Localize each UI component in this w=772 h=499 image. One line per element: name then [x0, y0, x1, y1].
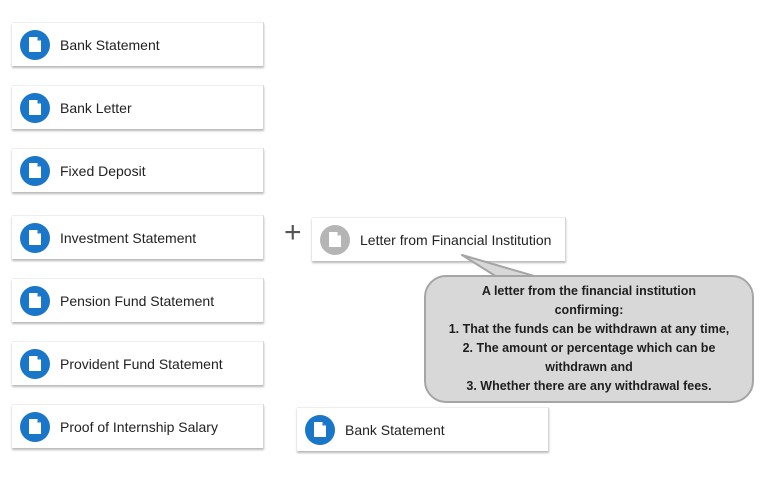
tooltip-line: A letter from the financial institution	[481, 284, 697, 298]
tooltip-line: confirming:	[554, 303, 624, 317]
document-card-label: Investment Statement	[60, 229, 197, 246]
document-card-label: Fixed Deposit	[60, 162, 146, 179]
tooltip-text: A letter from the financial institution …	[449, 282, 730, 396]
tooltip-line: 2. The amount or percentage which can be	[462, 341, 716, 355]
document-card-label: Provident Fund Statement	[60, 355, 223, 372]
document-card-label: Letter from Financial Institution	[360, 231, 552, 248]
document-icon	[320, 224, 350, 255]
document-card-proof-of-internship-salary[interactable]: Proof of Internship Salary	[12, 404, 264, 448]
document-card-label: Proof of Internship Salary	[60, 418, 218, 435]
document-card-bank-statement-extra[interactable]: Bank Statement	[297, 407, 549, 451]
document-card-label: Bank Statement	[345, 421, 445, 438]
document-card-letter-from-financial-institution[interactable]: Letter from Financial Institution	[312, 217, 566, 261]
document-card-bank-letter[interactable]: Bank Letter	[12, 85, 264, 129]
document-icon	[305, 414, 335, 445]
document-card-provident-fund-statement[interactable]: Provident Fund Statement	[12, 341, 264, 385]
document-card-label: Pension Fund Statement	[60, 292, 215, 309]
document-icon	[20, 411, 50, 442]
tooltip-description: A letter from the financial institution …	[424, 275, 754, 403]
tooltip-line: 3. Whether there are any withdrawal fees…	[466, 379, 712, 393]
document-icon	[20, 348, 50, 379]
document-icon	[20, 222, 50, 253]
tooltip-line: withdrawn and	[545, 360, 633, 374]
document-icon	[20, 29, 50, 60]
document-card-label: Bank Letter	[60, 99, 132, 116]
plus-icon: +	[284, 216, 302, 249]
document-icon	[20, 285, 50, 316]
document-card-fixed-deposit[interactable]: Fixed Deposit	[12, 148, 264, 192]
document-card-pension-fund-statement[interactable]: Pension Fund Statement	[12, 278, 264, 322]
document-card-bank-statement[interactable]: Bank Statement	[12, 22, 264, 66]
document-icon	[20, 155, 50, 186]
document-icon	[20, 92, 50, 123]
tooltip-line: 1. That the funds can be withdrawn at an…	[448, 322, 730, 336]
document-card-investment-statement[interactable]: Investment Statement	[12, 215, 264, 259]
document-card-label: Bank Statement	[60, 36, 160, 53]
